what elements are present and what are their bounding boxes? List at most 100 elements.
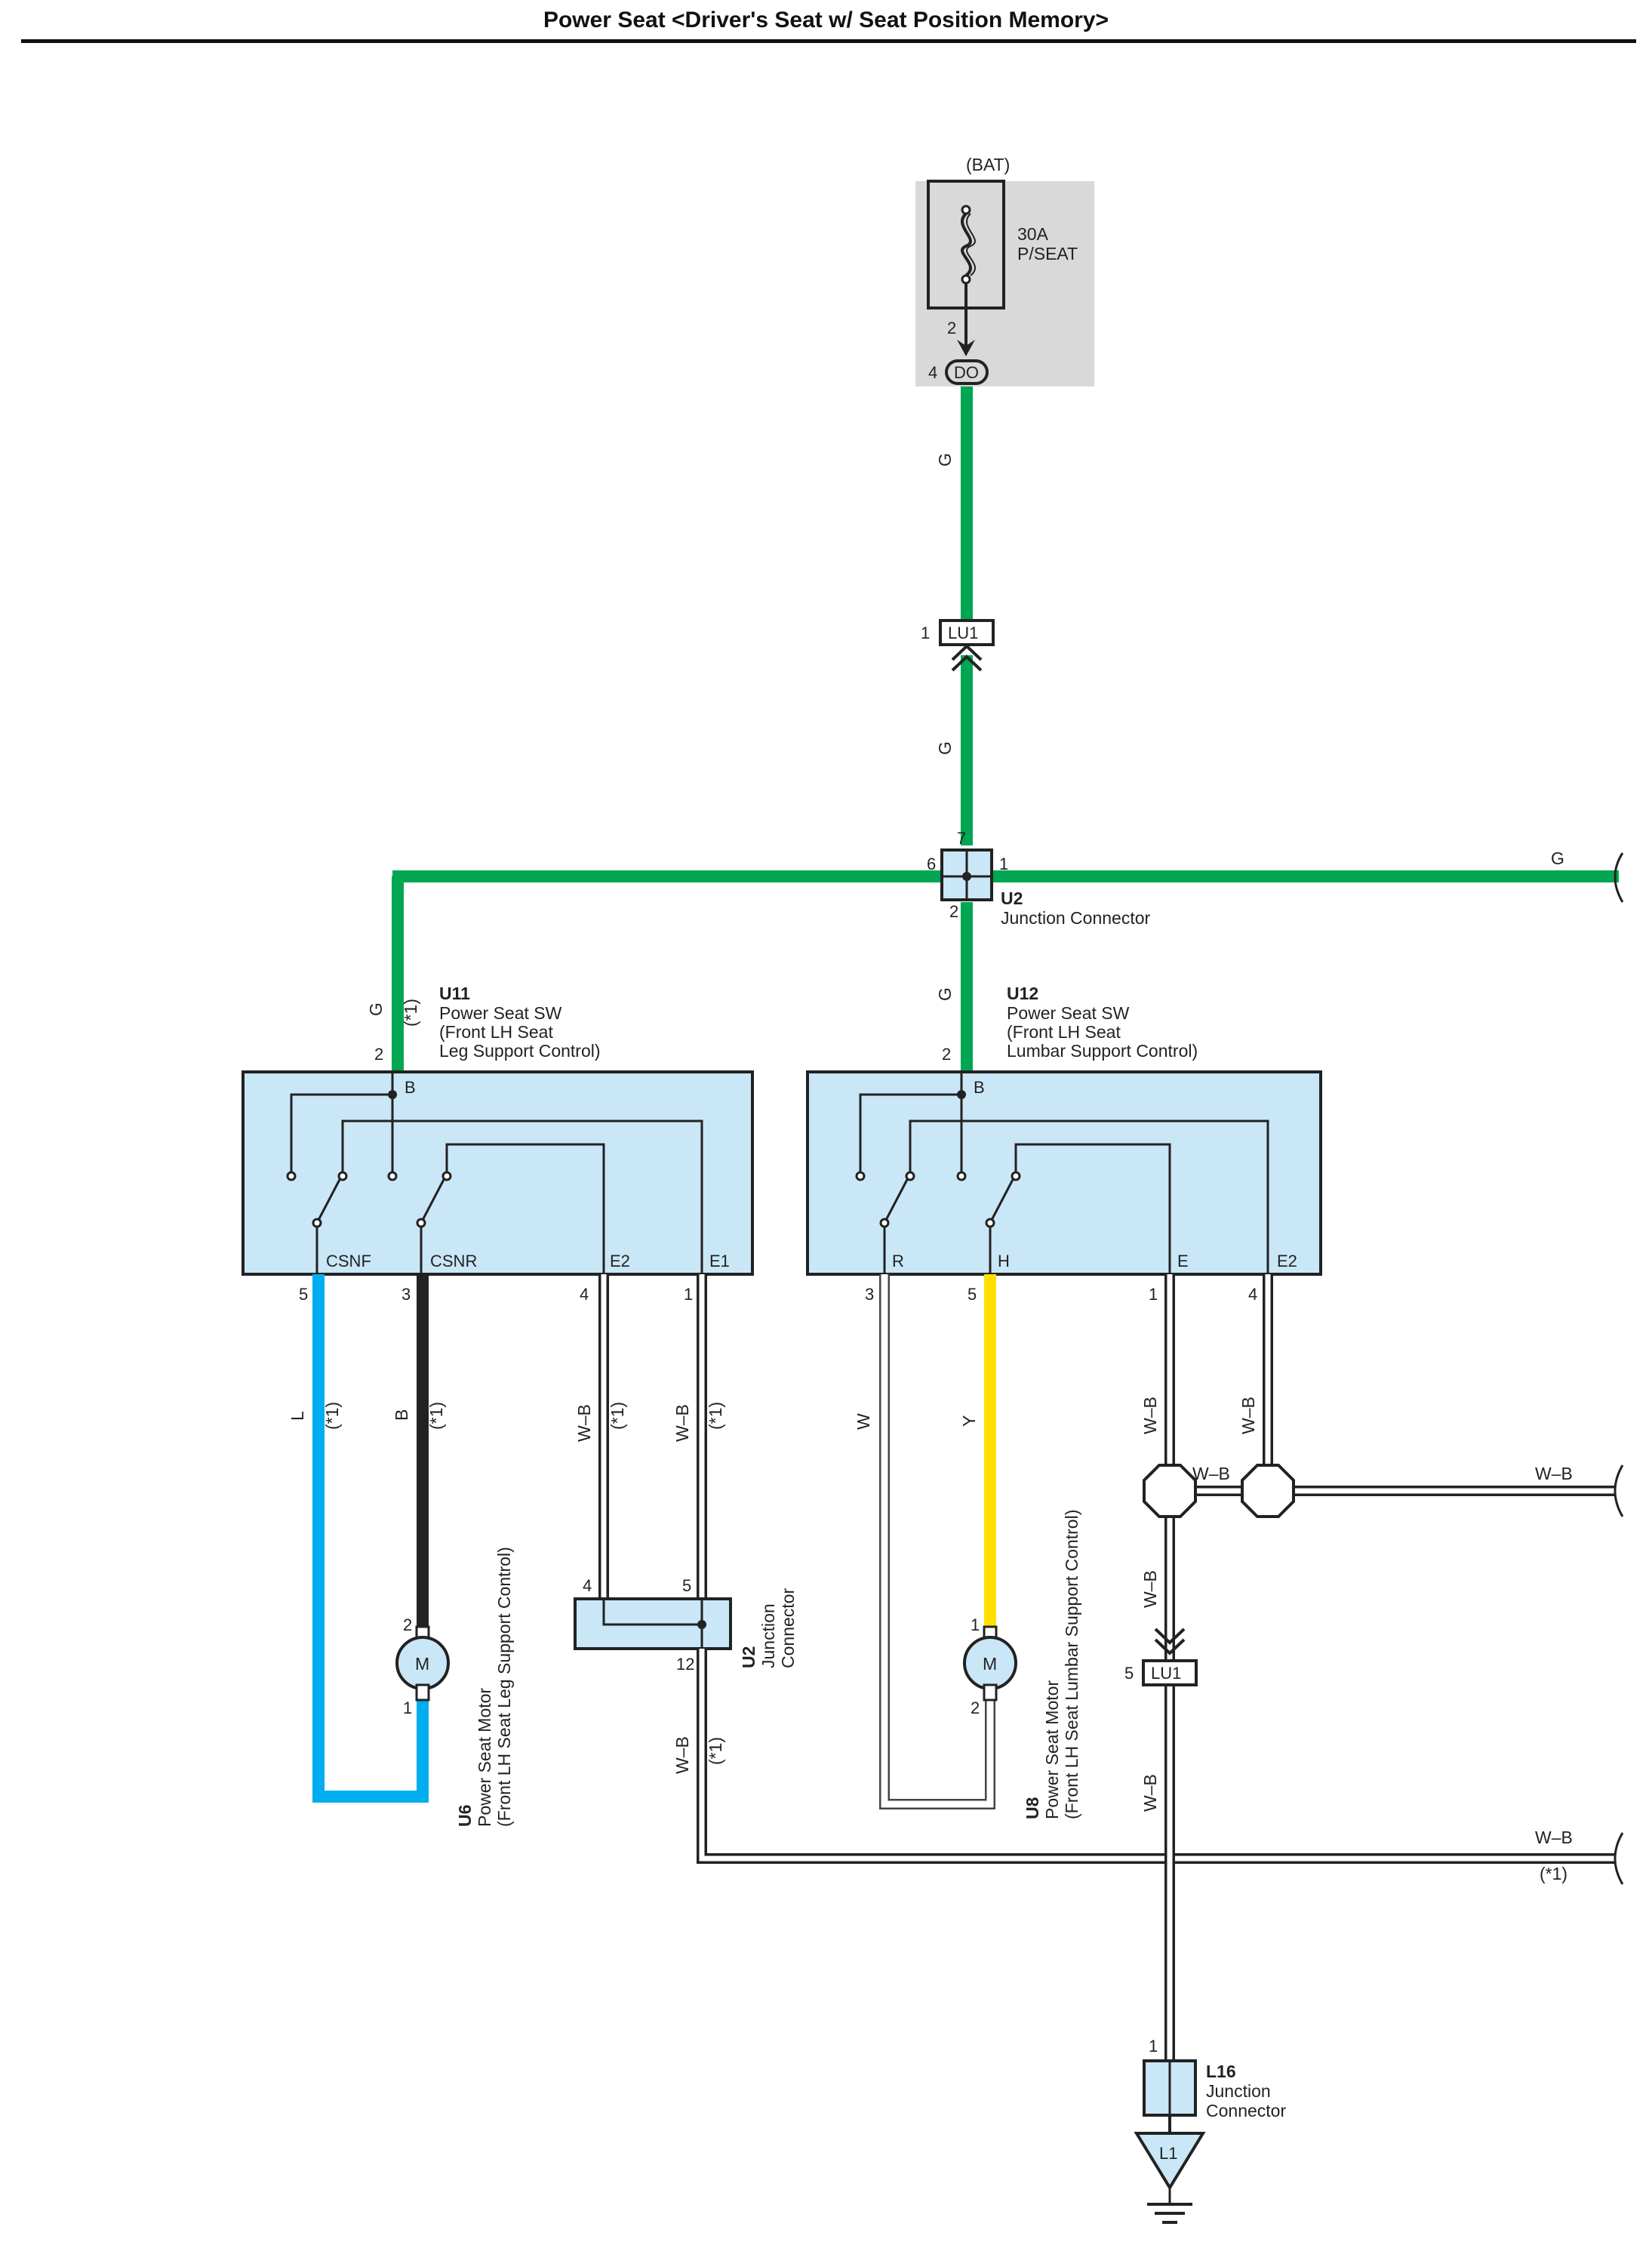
u6-line2: (Front LH Seat Leg Support Control) <box>494 1547 514 1827</box>
u12-terminal-h: H <box>998 1252 1010 1270</box>
u2-junction-top: 7 6 1 2 U2 Junction Connector <box>927 829 1151 928</box>
u12-terminal-b: B <box>974 1078 985 1097</box>
u11-box <box>241 1070 754 1276</box>
u11-switch: U11 Power Seat SW (Front LH Seat Leg Sup… <box>241 984 754 1304</box>
u11-terminal-csnr: CSNR <box>430 1252 477 1270</box>
wire-label-b: B <box>392 1409 411 1421</box>
do-connector-pin: 4 <box>928 363 937 382</box>
wire-label-wb-splice: W–B <box>1192 1464 1230 1483</box>
fuse-name-label: P/SEAT <box>1017 244 1078 263</box>
continuation-wb-right-icon <box>1614 1464 1624 1517</box>
u12-terminal-e: E <box>1177 1252 1189 1270</box>
wire-label-wb-e1: W–B <box>672 1404 692 1442</box>
u2-lower-line2: Connector <box>778 1588 798 1668</box>
wire-label-w: W <box>854 1413 873 1430</box>
wire-label-wb-to-lu1: W–B <box>1140 1570 1160 1608</box>
u2-pin-1: 1 <box>999 855 1008 873</box>
wire-wb-u2-out <box>697 1649 1615 1864</box>
u12-box <box>806 1070 1322 1276</box>
do-connector-label: DO <box>954 363 979 382</box>
u8-line2: (Front LH Seat Lumbar Support Control) <box>1062 1510 1081 1819</box>
note-u11-g: (*1) <box>401 999 420 1027</box>
fuse-pin-2: 2 <box>947 319 956 337</box>
u12-switch: U12 Power Seat SW (Front LH Seat Lumbar … <box>806 984 1322 1304</box>
u12-pin-1: 1 <box>1149 1285 1158 1304</box>
wire-label-g-right: G <box>1551 848 1564 868</box>
ground-icon <box>1147 2188 1192 2224</box>
u8-pin-2: 2 <box>971 1698 980 1717</box>
page-title: Power Seat <Driver's Seat w/ Seat Positi… <box>543 8 1109 32</box>
u12-pin-2: 2 <box>942 1045 951 1064</box>
u8-pin-1: 1 <box>971 1615 980 1634</box>
u8-line1: Power Seat Motor <box>1042 1680 1062 1819</box>
wire-label-l: L <box>288 1411 307 1421</box>
l16-connector: 1 L16 Junction Connector L1 <box>1134 2037 1286 2224</box>
ground-point-icon <box>1134 2132 1206 2191</box>
u6-motor-symbol: M <box>415 1654 429 1674</box>
wire-label-wb-e2-u12: W–B <box>1238 1397 1258 1434</box>
u8-id: U8 <box>1023 1797 1042 1819</box>
u12-line2: (Front LH Seat <box>1007 1022 1121 1042</box>
u12-pin-5: 5 <box>968 1285 977 1304</box>
wire-wb-u12 <box>1164 1274 1615 2061</box>
do-connector <box>945 359 989 385</box>
wire-l-csnf <box>312 1274 429 1803</box>
u2-pin-2: 2 <box>949 902 958 921</box>
u11-id: U11 <box>439 984 470 1003</box>
wire-label-g-4: G <box>366 1002 386 1016</box>
note-wb-bottom-right: (*1) <box>1540 1864 1567 1883</box>
u6-motor: M 2 1 U6 Power Seat Motor (Front LH Seat… <box>395 1547 514 1827</box>
u12-line1: Power Seat SW <box>1007 1003 1130 1023</box>
battery-label: (BAT) <box>966 155 1010 174</box>
u12-terminal-r: R <box>892 1252 904 1270</box>
fuse-box: (BAT) 30A P/SEAT 2 DO 4 <box>915 155 1094 386</box>
chevron-down-icon <box>1154 1628 1186 1655</box>
note-wb-u2-out: (*1) <box>706 1737 725 1765</box>
u11-line1: Power Seat SW <box>439 1003 562 1023</box>
u12-pin-3: 3 <box>865 1285 874 1304</box>
continuation-wb-bottom-icon <box>1614 1832 1624 1885</box>
wire-label-g-2: G <box>935 741 955 755</box>
u2-pin-6: 6 <box>927 855 936 873</box>
u11-terminal-csnf: CSNF <box>326 1252 371 1270</box>
u2-name: Junction Connector <box>1001 908 1151 928</box>
u11-pin-3: 3 <box>401 1285 411 1304</box>
lu1-connector-lower: LU1 5 <box>1124 1628 1198 1686</box>
u2-lower-id: U2 <box>739 1646 758 1668</box>
ground-label: L1 <box>1159 2144 1177 2163</box>
u11-pin-1: 1 <box>684 1285 693 1304</box>
u12-terminal-e2: E2 <box>1277 1252 1297 1270</box>
splice-octagon-1 <box>1143 1464 1197 1518</box>
lu1-lower-pin: 5 <box>1124 1664 1134 1683</box>
u11-line2: (Front LH Seat <box>439 1022 553 1042</box>
u2-pin-7: 7 <box>957 829 966 848</box>
u2-id: U2 <box>1001 888 1023 908</box>
wire-label-wb-bottom-right: W–B <box>1535 1828 1573 1847</box>
wire-label-wb-u2-out: W–B <box>672 1736 692 1774</box>
u11-pin-4: 4 <box>580 1285 589 1304</box>
u2-lower-line1: Junction <box>758 1603 778 1668</box>
u2-lower-pin-12: 12 <box>676 1655 694 1674</box>
u8-motor-symbol: M <box>983 1654 997 1674</box>
wire-label-wb-e: W–B <box>1140 1397 1160 1434</box>
wire-wb-u11 <box>598 1274 707 1599</box>
wire-w-r <box>879 1274 995 1809</box>
note-wb-e2: (*1) <box>608 1402 627 1430</box>
lu1-top-label: LU1 <box>948 624 978 642</box>
u11-pin-2: 2 <box>374 1045 383 1064</box>
u6-pin-2: 2 <box>403 1615 412 1634</box>
u11-line3: Leg Support Control) <box>439 1041 601 1061</box>
fuse-amp-label: 30A <box>1017 224 1049 244</box>
title-rule <box>21 39 1636 43</box>
wire-label-wb-right: W–B <box>1535 1464 1573 1483</box>
note-b: (*1) <box>426 1402 446 1430</box>
l16-line1: Junction <box>1206 2081 1271 2101</box>
note-wb-e1: (*1) <box>706 1402 725 1430</box>
u12-id: U12 <box>1007 984 1038 1003</box>
chevron-up-icon <box>951 644 983 672</box>
u11-terminal-b: B <box>405 1078 416 1097</box>
lu1-connector-top: LU1 1 <box>921 619 995 672</box>
u6-id: U6 <box>455 1805 475 1827</box>
lu1-lower-label: LU1 <box>1151 1664 1181 1683</box>
